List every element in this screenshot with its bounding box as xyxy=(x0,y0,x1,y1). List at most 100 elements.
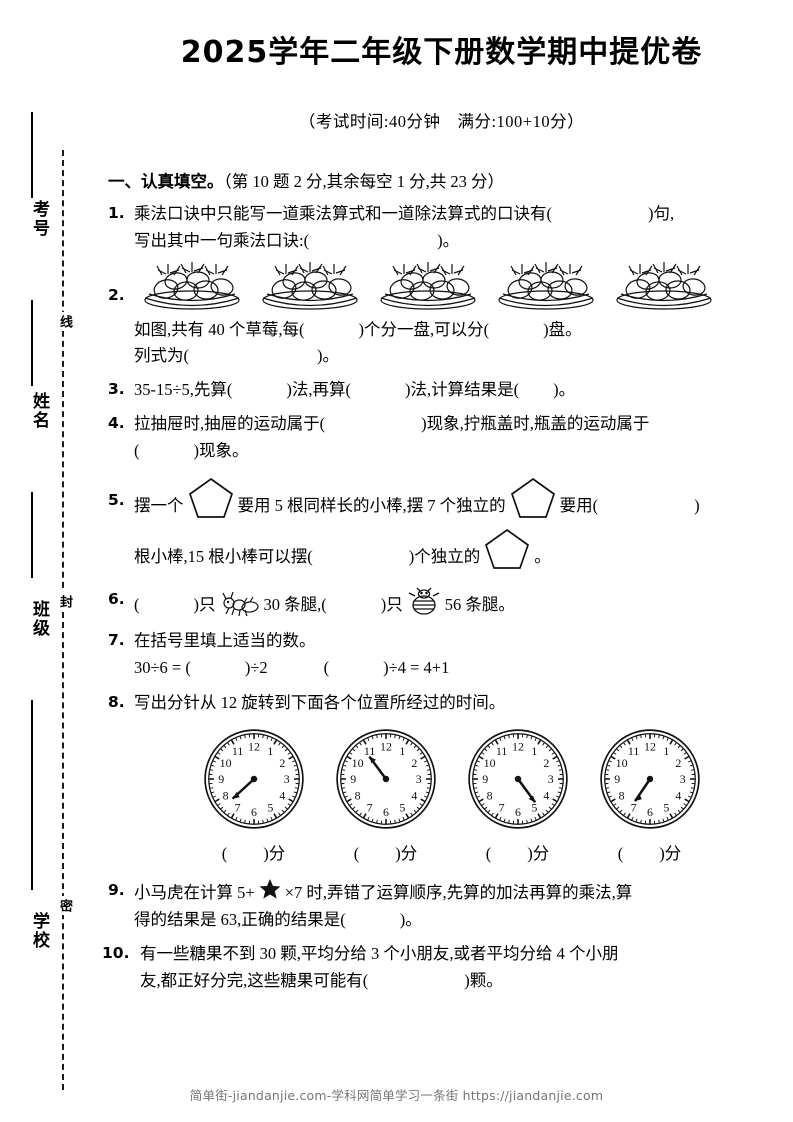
student-info-margin: 考号 姓名 班级 学校 线 封 密 xyxy=(0,0,96,1122)
question-1: 1. 乘法口诀中只能写一道乘法算式和一道除法算式的口诀有()句, 写出其中一句乘… xyxy=(108,201,775,254)
ant-icon xyxy=(221,591,259,617)
question-3-number: 3. xyxy=(108,380,125,399)
q1-text-b: )句, xyxy=(648,204,675,224)
q4-text-c: ( xyxy=(134,440,140,460)
margin-rule-1 xyxy=(31,112,33,198)
q7-text-a: 在括号里填上适当的数。 xyxy=(134,630,316,650)
question-10: 10. 有一些糖果不到 30 颗,平均分给 3 个小朋友,或者平均分给 4 个小… xyxy=(102,941,775,994)
q2-text-e: )。 xyxy=(317,346,339,366)
q5-text-g: 。 xyxy=(534,546,551,566)
seal-char-xian: 线 xyxy=(52,312,74,331)
margin-rule-2 xyxy=(31,300,33,386)
svg-text:7: 7 xyxy=(630,801,636,815)
svg-text:11: 11 xyxy=(495,744,507,758)
margin-field-school: 学校 xyxy=(29,912,49,950)
clock-1-paren-open: ( xyxy=(221,843,228,863)
star-icon xyxy=(259,879,281,900)
q10-text-c: )颗。 xyxy=(464,970,503,990)
strawberry-plate-icon xyxy=(262,261,358,310)
margin-field-class: 班级 xyxy=(29,600,49,638)
question-10-number: 10. xyxy=(102,943,130,962)
svg-text:12: 12 xyxy=(512,739,524,753)
svg-text:11: 11 xyxy=(231,744,243,758)
q3-text-d: )。 xyxy=(553,380,576,400)
svg-text:6: 6 xyxy=(251,805,257,819)
clock-3-answer-blank[interactable]: ()分 xyxy=(466,841,570,868)
q2-text-c: )盘。 xyxy=(543,319,582,339)
q2-text-d: 列式为( xyxy=(134,346,189,366)
strawberry-plate-icon xyxy=(144,261,240,310)
clock-1-paren-close: )分 xyxy=(263,843,286,863)
q7-text-e: )÷4 = 4+1 xyxy=(383,657,450,677)
question-3: 3. 35-15÷5,先算()法,再算()法,计算结果是()。 xyxy=(108,377,775,404)
strawberry-plates-row xyxy=(136,261,775,313)
q8-text-a: 写出分针从 12 旋转到下面各个位置所经过的时间。 xyxy=(134,693,506,713)
svg-text:8: 8 xyxy=(354,789,360,803)
q5-text-a: 摆一个 xyxy=(134,496,184,516)
svg-text:9: 9 xyxy=(350,772,356,786)
clock-4-answer-blank[interactable]: ()分 xyxy=(598,841,702,868)
svg-text:2: 2 xyxy=(543,756,549,770)
q6-text-a: ( xyxy=(134,595,140,615)
q4-text-b: )现象,拧瓶盖时,瓶盖的运动属于 xyxy=(421,413,650,433)
q7-text-d: ( xyxy=(323,657,330,677)
svg-text:8: 8 xyxy=(618,789,624,803)
page-title: 2025学年二年级下册数学期中提优卷 xyxy=(180,35,703,70)
strawberry-plate-icon xyxy=(380,261,476,310)
q1-text-d: )。 xyxy=(437,230,460,250)
pentagon-icon xyxy=(485,528,530,569)
svg-text:12: 12 xyxy=(380,739,392,753)
clock-2-answer-blank[interactable]: ( )分 xyxy=(334,841,438,868)
clock-2-paren-close: )分 xyxy=(395,843,418,863)
question-2: 2. xyxy=(108,261,775,370)
clock-1-answer-blank[interactable]: ( )分 xyxy=(202,841,306,868)
svg-text:4: 4 xyxy=(411,789,417,803)
svg-text:5: 5 xyxy=(531,801,537,815)
question-6-number: 6. xyxy=(108,590,125,609)
svg-text:1: 1 xyxy=(531,744,537,758)
svg-text:10: 10 xyxy=(615,756,627,770)
svg-text:8: 8 xyxy=(486,789,492,803)
svg-text:12: 12 xyxy=(248,739,260,753)
q4-text-d: )现象。 xyxy=(193,440,249,460)
question-4: 4. 拉抽屉时,抽屉的运动属于( )现象,拧瓶盖时,瓶盖的运动属于 ( )现象。 xyxy=(108,411,775,464)
svg-text:3: 3 xyxy=(679,772,685,786)
q5-text-f: )个独立的 xyxy=(408,546,481,566)
q9-text-d: )。 xyxy=(399,910,422,930)
svg-text:10: 10 xyxy=(483,756,495,770)
section-one-scoring: （第 10 题 2 分,其余每空 1 分,共 23 分） xyxy=(223,171,505,191)
q4-text-a: 拉抽屉时,抽屉的运动属于( xyxy=(134,413,326,433)
svg-text:3: 3 xyxy=(547,772,553,786)
exam-sheet: 2025学年二年级下册数学期中提优卷 （考试时间:40分钟 满分:100+10分… xyxy=(96,0,793,1122)
svg-text:3: 3 xyxy=(283,772,289,786)
svg-text:5: 5 xyxy=(663,801,669,815)
q7-text-b: 30÷6 = ( xyxy=(134,657,191,677)
question-5-number: 5. xyxy=(108,491,125,510)
section-one-title: 一、认真填空。 xyxy=(108,171,224,191)
seal-dashed-line xyxy=(62,150,64,1090)
q5-text-b: 要用 5 根同样长的小棒,摆 7 个独立的 xyxy=(237,496,506,516)
svg-text:10: 10 xyxy=(219,756,231,770)
exam-meta-line: （考试时间:40分钟 满分:100+10分） xyxy=(298,111,585,131)
svg-text:1: 1 xyxy=(663,744,669,758)
question-4-number: 4. xyxy=(108,413,125,432)
svg-text:10: 10 xyxy=(351,756,363,770)
clock-2-paren-open: ( xyxy=(353,843,360,863)
q9-text-a: 小马虎在计算 5+ xyxy=(134,883,255,903)
svg-text:3: 3 xyxy=(415,772,421,786)
svg-text:6: 6 xyxy=(383,805,389,819)
q3-text-c: )法,计算结果是( xyxy=(405,380,520,400)
svg-text:1: 1 xyxy=(399,744,405,758)
q10-text-a: 有一些糖果不到 30 颗,平均分给 3 个小朋友,或者平均分给 4 个小朋 xyxy=(140,943,619,963)
q1-text-c: 写出其中一句乘法口诀:( xyxy=(134,230,310,250)
q3-text-a: 35-15÷5,先算( xyxy=(134,380,233,400)
q10-text-b: 友,都正好分完,这些糖果可能有( xyxy=(140,970,369,990)
svg-text:9: 9 xyxy=(482,772,488,786)
strawberry-plate-icon xyxy=(498,261,594,310)
svg-text:6: 6 xyxy=(647,805,653,819)
